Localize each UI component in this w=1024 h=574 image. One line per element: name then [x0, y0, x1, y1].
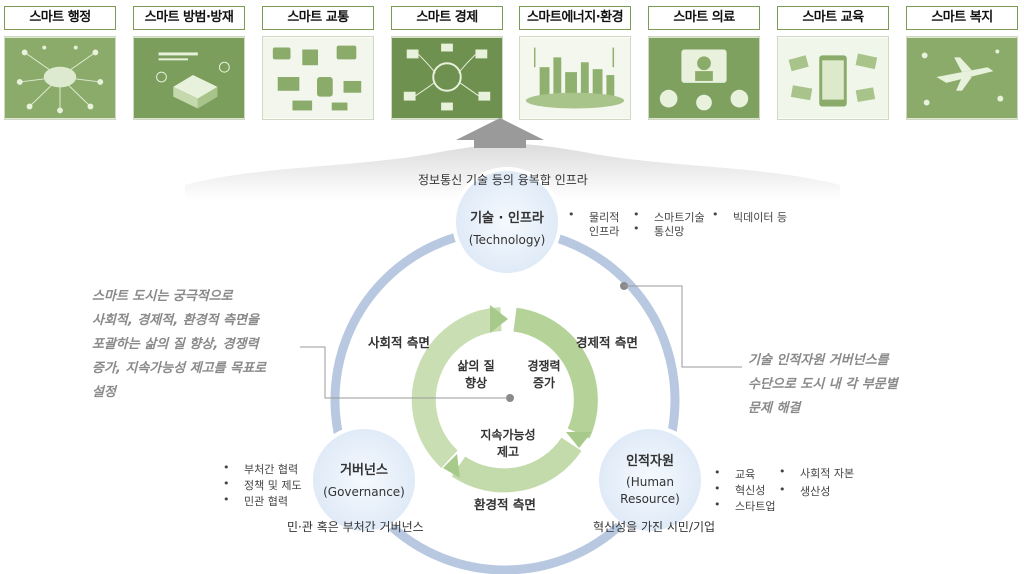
cloud-network-icon	[4, 36, 116, 120]
tile-smart-medical: 스마트 의료	[648, 6, 760, 120]
tile-smart-traffic: 스마트 교통	[262, 6, 374, 120]
left-callout-line	[300, 346, 508, 399]
gov-bullet-2: 정책 및 제도	[244, 479, 302, 492]
tile-label: 스마트에너지·환경	[519, 6, 631, 30]
tile-label: 스마트 행정	[4, 6, 116, 30]
hr-bullet-innovation: 혁신성	[735, 484, 766, 497]
bullet-dot: •	[223, 493, 230, 506]
bullet-dot: •	[223, 461, 230, 474]
bullet-dot: •	[779, 465, 786, 478]
bullet-dot: •	[568, 208, 575, 221]
tile-smart-education: 스마트 교육	[777, 6, 889, 120]
economy-icon	[391, 36, 503, 120]
governance-caption: 민·관 혹은 부처간 거버넌스	[287, 520, 424, 534]
infra-caption: 정보통신 기술 등의 융복합 인프라	[418, 173, 588, 187]
education-tablet-icon	[777, 36, 889, 120]
gov-bullet-3: 민관 협력	[244, 495, 288, 508]
governance-subtitle: (Governance)	[323, 485, 405, 499]
hr-bullet-productivity: 생산성	[800, 485, 831, 498]
hr-bullet-social-capital: 사회적 자본	[800, 467, 855, 480]
aspect-environmental: 환경적 측면	[474, 497, 536, 512]
technology-subtitle: (Technology)	[468, 233, 546, 247]
security-house-icon	[133, 36, 245, 120]
governance-node	[309, 425, 419, 535]
tile-label: 스마트 의료	[648, 6, 760, 30]
tech-bullet-smart-tech: 스마트기술	[654, 211, 705, 224]
tile-smart-administration: 스마트 행정	[4, 6, 116, 120]
center-dot	[506, 394, 514, 402]
tech-bullet-network: 통신망	[654, 225, 685, 238]
hr-bullet-startup: 스타트업	[735, 500, 776, 513]
aspect-social: 사회적 측면	[368, 335, 430, 350]
tile-smart-security: 스마트 방범·방재	[133, 6, 245, 120]
tile-label: 스마트 경제	[391, 6, 503, 30]
technology-title: 기술 · 인프라	[470, 211, 544, 226]
inner-sustainability: 지속가능성 제고	[480, 428, 536, 459]
tech-bullet-bigdata: 빅데이터 등	[733, 211, 788, 224]
medical-icon	[648, 36, 760, 120]
tile-label: 스마트 방범·방재	[133, 6, 245, 30]
tech-bullet-physical-1: 물리적	[589, 211, 620, 224]
right-callout: 기술 인적자원 거버넌스를 수단으로 도시 내 각 부문별 문제 해결	[748, 353, 898, 416]
bullet-dot: •	[633, 222, 640, 235]
left-callout: 스마트 도시는 궁극적으로 사회적, 경제적, 환경적 측면을 포괄하는 삶의 …	[92, 289, 266, 400]
human-resource-node	[595, 425, 705, 535]
tile-smart-economy: 스마트 경제	[391, 6, 503, 120]
up-arrow	[456, 118, 544, 148]
technology-node	[452, 167, 562, 277]
gov-bullet-1: 부처간 협력	[244, 463, 299, 476]
tile-label: 스마트 복지	[906, 6, 1018, 30]
bullet-dot: •	[714, 466, 721, 479]
right-callout-line	[624, 285, 742, 368]
human-subtitle-2: Resource)	[620, 492, 680, 506]
aspect-economic: 경제적 측면	[576, 335, 638, 350]
hr-bullet-education: 교육	[735, 468, 756, 481]
welfare-icon	[906, 36, 1018, 120]
tile-label: 스마트 교육	[777, 6, 889, 30]
bullet-dot: •	[223, 477, 230, 490]
inner-competitiveness: 경쟁력 증가	[527, 359, 561, 390]
bullet-dot: •	[633, 208, 640, 221]
bullet-dot: •	[714, 498, 721, 511]
tile-smart-energy: 스마트에너지·환경	[519, 6, 631, 120]
tile-label: 스마트 교통	[262, 6, 374, 30]
human-subtitle-1: (Human	[626, 475, 674, 489]
energy-city-icon	[519, 36, 631, 120]
inner-cycle-arrowheads	[443, 305, 592, 478]
bullet-dot: •	[714, 482, 721, 495]
tile-smart-welfare: 스마트 복지	[906, 6, 1018, 120]
inner-cycle	[411, 307, 598, 493]
bullet-dot: •	[779, 483, 786, 496]
governance-title: 거버넌스	[340, 463, 388, 478]
bullet-dot: •	[712, 208, 719, 221]
human-caption: 혁신성을 가진 시민/기업	[593, 520, 716, 534]
human-title: 인적자원	[626, 454, 674, 469]
traffic-icon	[262, 36, 374, 120]
inner-quality: 삶의 질 향상	[457, 359, 495, 390]
tech-bullet-physical-2: 인프라	[589, 225, 620, 238]
